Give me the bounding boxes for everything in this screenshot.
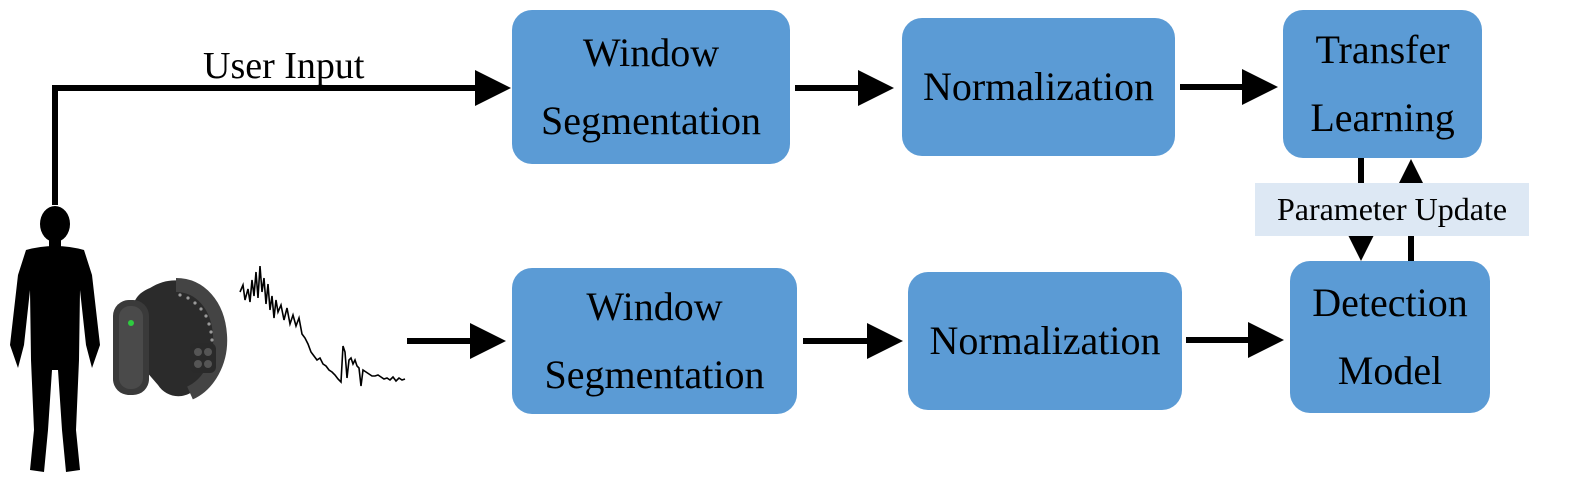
person-silhouette-icon bbox=[10, 206, 100, 472]
signal-waveform-icon bbox=[239, 265, 406, 387]
box-label-line: Normalization bbox=[929, 318, 1161, 363]
wristband-sensor-icon bbox=[113, 278, 228, 400]
box-label-line: Model bbox=[1337, 348, 1443, 393]
box-label-line: Window bbox=[586, 284, 723, 329]
box-label-line: Window bbox=[582, 30, 720, 75]
detection-model-box: Detection Model bbox=[1290, 261, 1490, 413]
transfer-learning-box: Transfer Learning bbox=[1283, 10, 1482, 158]
box-label-line: Transfer bbox=[1315, 27, 1450, 72]
user-input-arrow bbox=[52, 70, 511, 205]
top-normalization-box: Normalization bbox=[902, 18, 1175, 156]
box-label-line: Learning bbox=[1310, 95, 1455, 140]
box-label-line: Normalization bbox=[922, 64, 1155, 109]
box-label-line: Segmentation bbox=[544, 352, 765, 397]
bottom-window-segmentation-box: Window Segmentation bbox=[512, 268, 797, 414]
parameter-update-label: Parameter Update bbox=[1255, 183, 1529, 236]
box-label-line: Detection bbox=[1312, 280, 1468, 325]
top-window-segmentation-box: Window Segmentation bbox=[512, 10, 790, 164]
bottom-normalization-box: Normalization bbox=[908, 272, 1182, 410]
user-input-label: User Input bbox=[203, 45, 365, 87]
box-label-line: Segmentation bbox=[541, 98, 761, 143]
